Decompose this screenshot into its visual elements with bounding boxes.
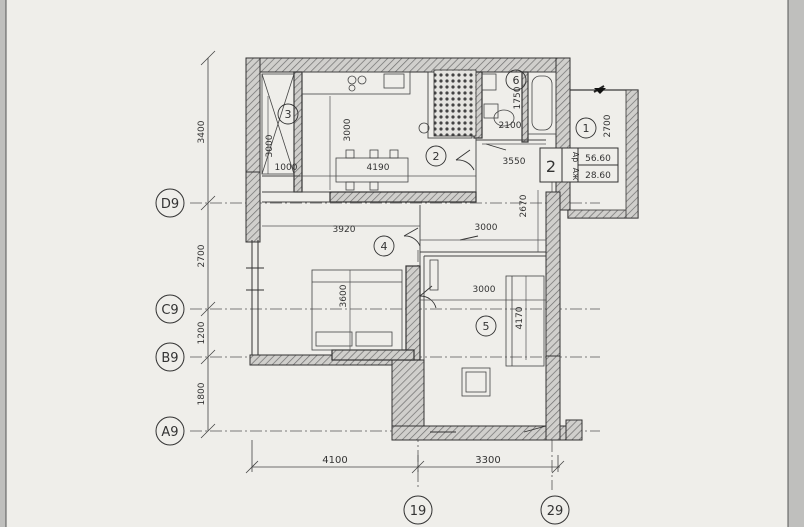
dim-bottom-4100: 4100 — [322, 455, 347, 466]
dim-inner-3000-b: 3000 — [475, 223, 498, 233]
dim-left-1200: 1200 — [197, 321, 207, 344]
row-axis-bubbles — [155, 188, 185, 446]
exterior-walls — [245, 57, 583, 441]
dim-inner-2670: 2670 — [519, 194, 529, 217]
apartment-living-area: 28.60 — [585, 171, 611, 181]
dining-table — [335, 149, 409, 191]
dim-inner-1000: 1000 — [275, 163, 298, 173]
balcony — [567, 85, 639, 219]
room-number-5: 5 — [483, 320, 490, 333]
left-wall-window — [246, 240, 264, 355]
internal-dimension-lines — [262, 96, 546, 360]
room-number-1: 1 — [583, 122, 590, 135]
apartment-number: 2 — [546, 157, 556, 176]
room-number-4: 4 — [381, 240, 388, 253]
axis-label-c9: C9 — [161, 303, 178, 318]
apartment-total-area: 56.60 — [585, 154, 611, 164]
axis-label-a9: A9 — [161, 425, 178, 440]
kitchen-equipment — [261, 71, 430, 175]
dim-inner-3920: 3920 — [333, 225, 356, 235]
dim-left-1800: 1800 — [197, 382, 207, 405]
axis-label-19: 19 — [410, 504, 427, 519]
dim-inner-3550: 3550 — [503, 157, 526, 167]
left-dimension-chain — [200, 50, 216, 439]
axis-label-b9: B9 — [161, 351, 178, 366]
dim-inner-4190: 4190 — [367, 163, 390, 173]
room-number-3: 3 — [285, 108, 292, 121]
dim-inner-2100: 2100 — [499, 121, 522, 131]
dim-left-3400: 3400 — [197, 120, 207, 143]
room-number-2: 2 — [433, 150, 440, 163]
axis-label-29: 29 — [547, 504, 564, 519]
bed — [311, 269, 403, 351]
interior-walls — [293, 71, 529, 361]
bathroom-fixtures — [481, 71, 557, 135]
dim-inner-3000-c: 3000 — [473, 285, 496, 295]
apartment-stamp — [539, 147, 619, 183]
doors — [403, 143, 547, 433]
dim-left-2700: 2700 — [197, 244, 207, 267]
room5-furniture — [429, 259, 545, 397]
dim-inner-3000-kitchen: 3000 — [343, 118, 353, 141]
dim-inner-3600: 3600 — [339, 284, 349, 307]
col-axis-bubbles — [403, 495, 570, 525]
dim-inner-2700: 2700 — [603, 114, 613, 137]
bottom-dimension-chain — [245, 440, 565, 474]
axis-label-d9: D9 — [161, 197, 179, 212]
dim-inner-4170: 4170 — [515, 306, 525, 329]
dim-inner-1750: 1750 — [513, 86, 523, 109]
dim-inner-3000-a: 3000 — [265, 134, 275, 157]
apartment-living-label: Аж — [571, 168, 580, 181]
tiled-block — [433, 69, 477, 137]
paper-sheet — [5, 0, 789, 527]
apartment-area-label: Ар — [571, 152, 580, 163]
dim-bottom-3300: 3300 — [475, 455, 500, 466]
room-number-6: 6 — [513, 74, 520, 87]
room-markers — [277, 69, 597, 337]
